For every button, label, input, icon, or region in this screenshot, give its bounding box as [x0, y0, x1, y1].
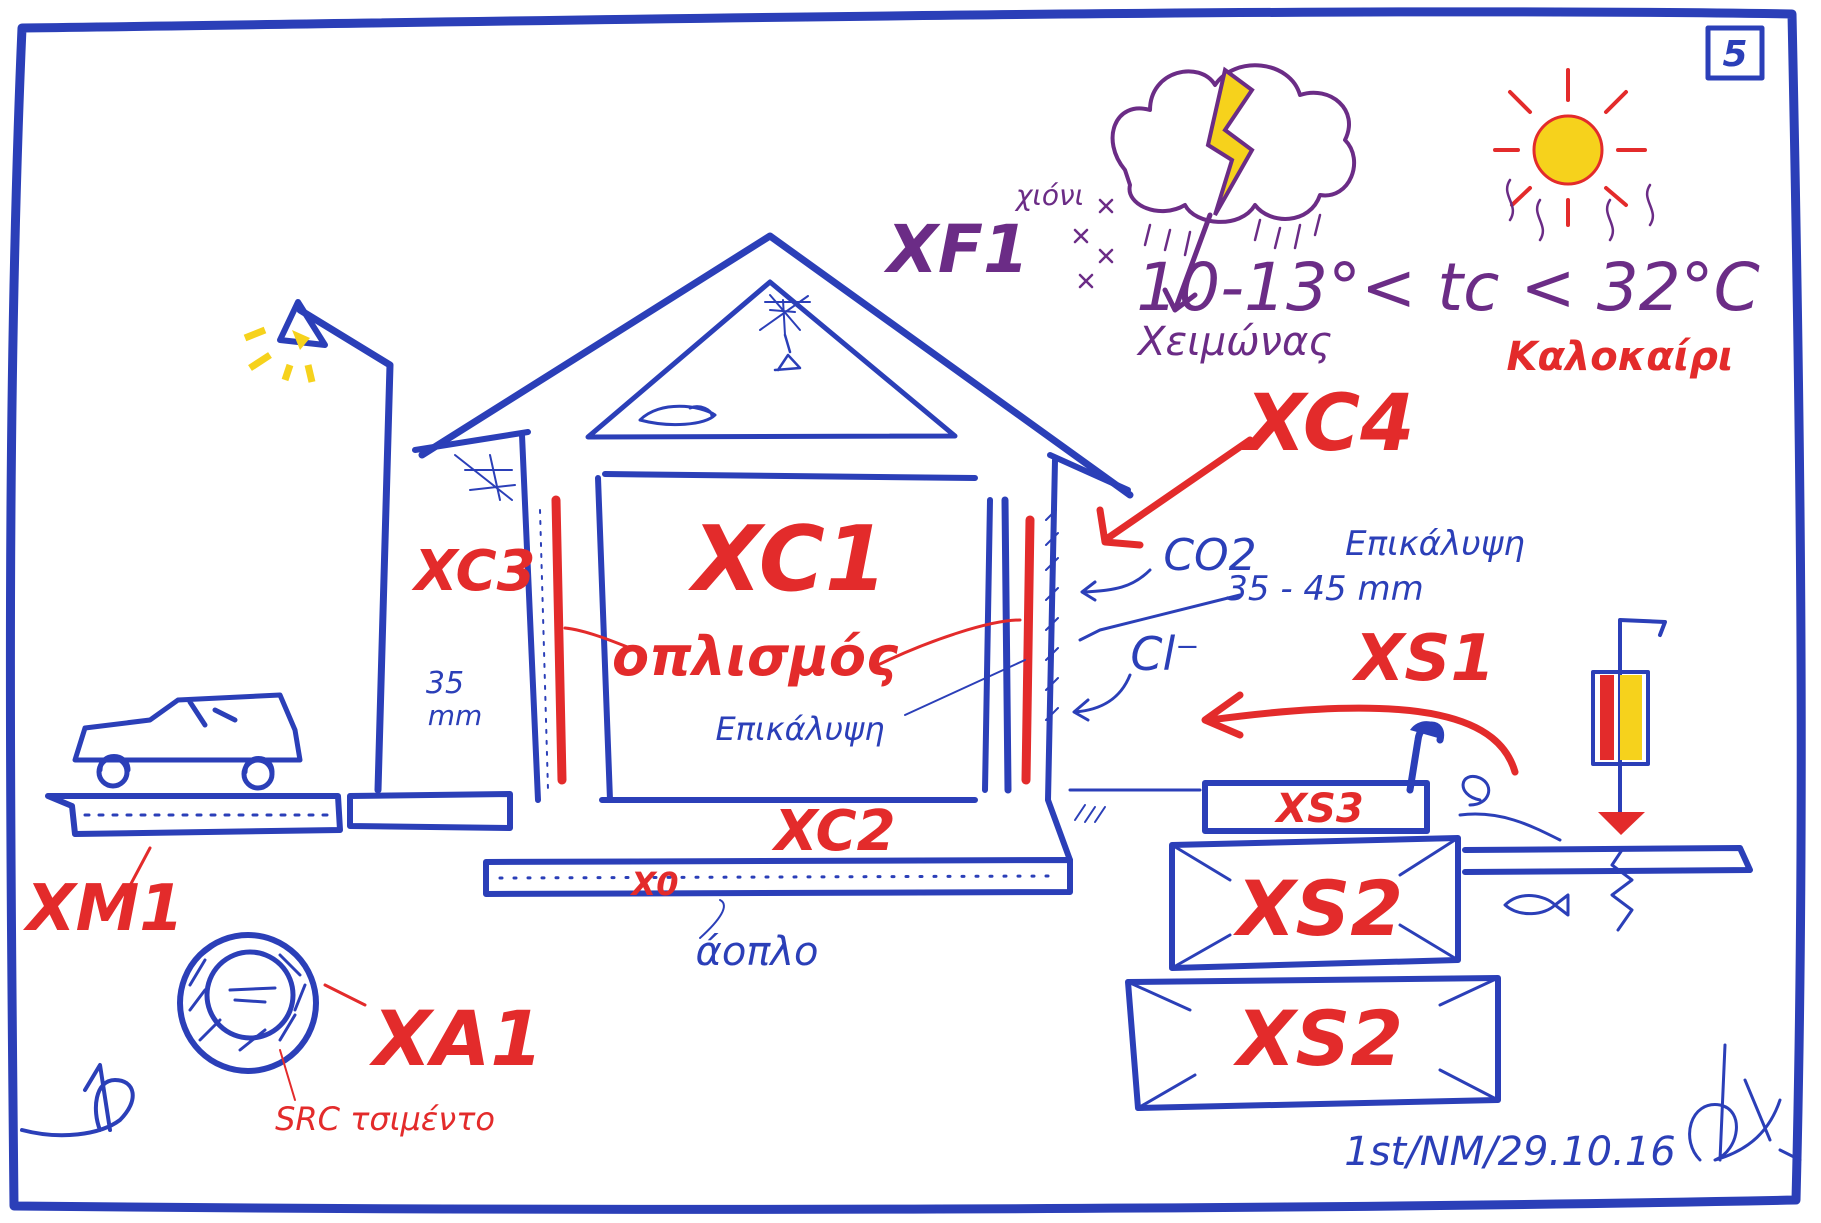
- label-xf1: XF1: [883, 211, 1029, 288]
- tunnel-xa1: [180, 935, 316, 1071]
- house-right-wall: [1048, 460, 1070, 860]
- attic-rat-icon: [640, 406, 715, 424]
- label-xs2-lower: XS2: [1233, 994, 1403, 1083]
- xs1-arrow: [1205, 695, 1515, 772]
- attic-web-icon: [760, 295, 810, 335]
- sun-icon: [1534, 116, 1602, 184]
- wave-icon: [1460, 776, 1560, 840]
- text-cover-35: 35: [426, 666, 464, 701]
- label-xc3: XC3: [411, 539, 535, 604]
- attic: [588, 282, 955, 437]
- fish-icon: [1505, 895, 1568, 915]
- label-xs1: XS1: [1351, 622, 1495, 696]
- snow-icon: [1075, 200, 1112, 287]
- text-xioni: χιόνι: [1014, 179, 1084, 212]
- label-xc2: XC2: [771, 799, 895, 864]
- car-on-road: [48, 695, 340, 834]
- text-epikalypsi-top: Επικάλυψη: [1345, 524, 1525, 564]
- rebar-right: [1026, 520, 1030, 780]
- label-xs3: XS3: [1273, 786, 1363, 832]
- label-xs2-upper: XS2: [1233, 864, 1403, 953]
- text-signature-date: 1st/NM/29.10.16: [1344, 1129, 1675, 1175]
- co2-arrow: [1082, 570, 1150, 600]
- house-left-wall: [522, 435, 538, 800]
- text-src: SRC τσιμέντο: [275, 1100, 495, 1138]
- text-kalokairi: Καλοκαίρι: [1507, 334, 1734, 380]
- label-xc4: XC4: [1242, 379, 1415, 469]
- text-epikalypsi-inner: Επικάλυψη: [715, 710, 884, 748]
- label-xc1: XC1: [688, 507, 888, 612]
- text-chloride: Cl⁻: [1130, 627, 1199, 681]
- text-cover-mm: mm: [428, 699, 483, 732]
- street-lamp: [245, 302, 390, 790]
- label-xm1: XM1: [22, 872, 184, 946]
- signature-right: [1690, 1045, 1800, 1160]
- label-x0: X0: [630, 865, 679, 903]
- lightning-icon: [1208, 70, 1252, 215]
- foundation: [486, 860, 1070, 894]
- text-temperature: 10-13°< tc < 32°C: [1136, 249, 1760, 326]
- text-adoplo: άοπλο: [695, 929, 818, 975]
- corner-web-icon: [455, 455, 515, 500]
- text-epikalypsi-mm: 35 - 45 mm: [1226, 569, 1423, 609]
- page-number: 5: [1722, 34, 1747, 75]
- water-surface: [1465, 848, 1750, 872]
- rebar-left: [556, 500, 562, 780]
- text-oplismos: οπλισμός: [612, 625, 899, 688]
- chloride-arrow: [1074, 675, 1130, 720]
- label-xa1: XA1: [369, 994, 543, 1083]
- signature-left: [22, 1065, 133, 1135]
